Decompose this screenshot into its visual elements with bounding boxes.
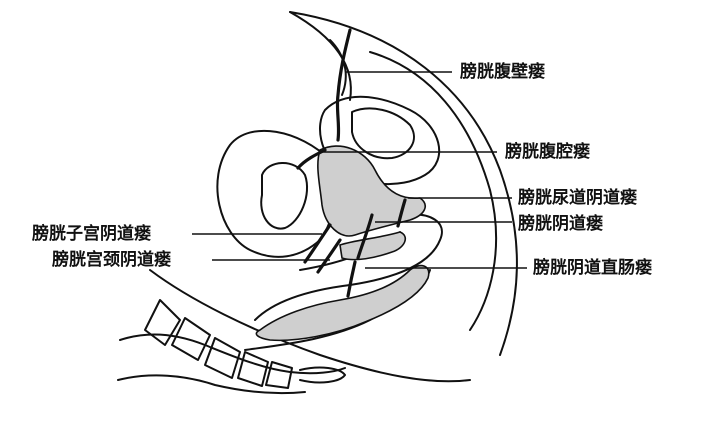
label-bladder-peritoneal-fistula: 膀胱腹腔瘘 bbox=[505, 142, 590, 162]
vertebra-segment-5 bbox=[265, 361, 293, 389]
vertebra-segment-4 bbox=[237, 351, 269, 387]
label-bladder-vaginal-rectal-fistula: 膀胱阴道直肠瘘 bbox=[533, 258, 652, 278]
tract-abdominal-wall bbox=[335, 28, 352, 142]
label-bladder-cervicovaginal-fistula: 膀胱宫颈阴道瘘 bbox=[52, 250, 171, 270]
sacrum-outline bbox=[119, 333, 346, 375]
vertebra-segment-2 bbox=[171, 317, 211, 361]
label-bladder-abdominal-wall-fistula: 膀胱腹壁瘘 bbox=[460, 62, 545, 82]
vertebra-segment-3 bbox=[204, 337, 241, 379]
pubic-bone bbox=[329, 39, 347, 96]
coccyx-tip bbox=[299, 366, 346, 384]
fistula-shaded-upper bbox=[317, 145, 426, 237]
uterus-outline bbox=[216, 129, 337, 258]
fistula-shaded-vaginal bbox=[339, 231, 407, 261]
bladder-inner-loop bbox=[351, 107, 415, 160]
label-bladder-urethrovaginal-fistula: 膀胱尿道阴道瘘 bbox=[518, 188, 637, 208]
tract-rectovaginal bbox=[346, 260, 357, 298]
label-bladder-vaginal-fistula: 膀胱阴道瘘 bbox=[518, 214, 603, 234]
vertebra-segment-1 bbox=[144, 299, 181, 346]
uterine-cavity bbox=[260, 162, 309, 230]
tract-uterovaginal bbox=[303, 223, 332, 264]
perineum-curve bbox=[149, 269, 471, 383]
tract-cervicovaginal bbox=[316, 238, 342, 274]
fistula-shaded-lower bbox=[255, 264, 430, 342]
outer-abdominal-wall-line bbox=[289, 11, 518, 356]
tract-urethrovaginal bbox=[396, 198, 407, 228]
inner-peritoneum-line bbox=[369, 51, 498, 331]
tract-vaginal bbox=[356, 213, 374, 260]
label-bladder-uterovaginal-fistula: 膀胱子宫阴道瘘 bbox=[32, 224, 151, 244]
sacrum-lower-outline bbox=[117, 374, 306, 395]
